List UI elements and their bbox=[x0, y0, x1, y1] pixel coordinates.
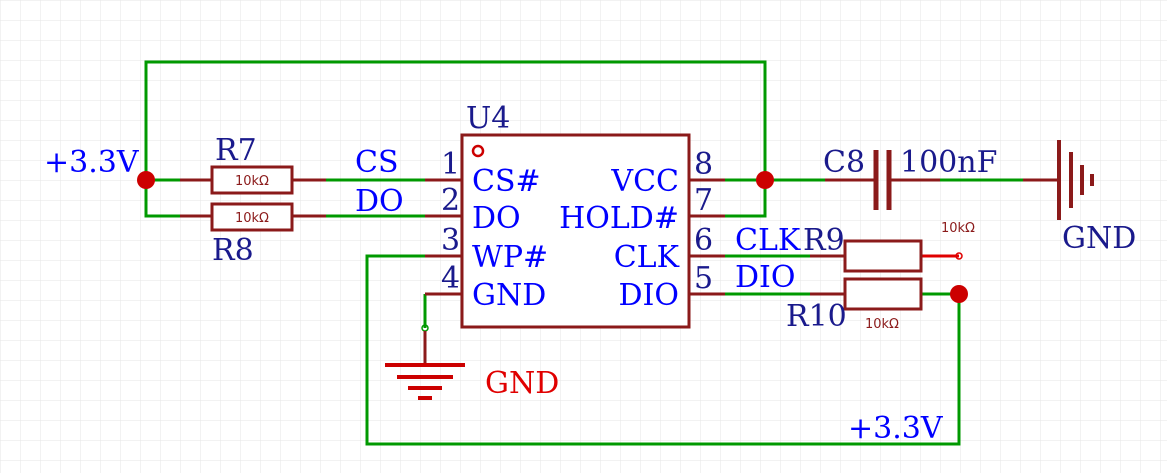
net-label-clk: CLK bbox=[735, 223, 801, 258]
r10-body bbox=[843, 277, 923, 311]
wire-vcc-top-loop bbox=[144, 60, 767, 180]
r9-value: 10kΩ bbox=[941, 221, 975, 236]
r8-value: 10kΩ bbox=[235, 211, 269, 226]
pin-2-number: 2 bbox=[441, 183, 460, 218]
chip-body bbox=[460, 133, 691, 329]
gnd-right-label: GND bbox=[1062, 221, 1136, 256]
pin-7-name: HOLD# bbox=[559, 201, 679, 236]
net-label-dio: DIO bbox=[735, 260, 796, 295]
pin-8-number: 8 bbox=[694, 147, 713, 182]
resistor-r9[interactable]: R9 10kΩ bbox=[803, 221, 975, 273]
pin-3-name: WP# bbox=[472, 240, 548, 275]
pin-3-number: 3 bbox=[441, 223, 460, 258]
pin-1-name: CS# bbox=[472, 164, 541, 199]
chip-ref: U4 bbox=[466, 101, 510, 136]
r9-ref: R9 bbox=[803, 223, 845, 258]
net-label-vcc-bottom: +3.3V bbox=[848, 411, 944, 446]
r8-body bbox=[210, 202, 294, 232]
capacitor-c8[interactable]: C8 100nF bbox=[823, 145, 997, 210]
net-label-do: DO bbox=[355, 184, 404, 219]
net-label-cs: CS bbox=[355, 145, 399, 180]
chip-u4[interactable]: U4 1 2 3 4 8 7 6 5 CS# DO WP# GND VCC HO… bbox=[425, 101, 725, 329]
pin-6-name: CLK bbox=[614, 240, 680, 275]
r7-ref: R7 bbox=[215, 133, 257, 168]
resistor-r7[interactable]: 10kΩ R7 bbox=[180, 133, 326, 195]
pin1-marker bbox=[471, 144, 485, 158]
wire-hold bbox=[725, 180, 767, 218]
pin-5-name: DIO bbox=[619, 278, 680, 313]
ground-symbol-left: GND bbox=[385, 324, 559, 401]
pin-8-name: VCC bbox=[610, 164, 679, 199]
pin-6-number: 6 bbox=[694, 223, 713, 258]
wire-wp-loop bbox=[365, 254, 961, 446]
r7-body bbox=[210, 165, 294, 195]
pin-4-name: GND bbox=[472, 278, 546, 313]
pin-7-number: 7 bbox=[694, 183, 713, 218]
pin-1-number: 1 bbox=[441, 147, 460, 182]
resistor-r10[interactable]: R10 10kΩ bbox=[786, 277, 923, 334]
r9-body bbox=[843, 239, 923, 273]
pin-5-number: 5 bbox=[694, 261, 713, 296]
ground-symbol-right: GND bbox=[1023, 140, 1136, 256]
pin-4-number: 4 bbox=[441, 261, 460, 296]
wires bbox=[144, 60, 1023, 446]
r10-ref: R10 bbox=[786, 299, 847, 334]
r7-value: 10kΩ bbox=[235, 174, 269, 189]
gnd-left-label: GND bbox=[485, 366, 559, 401]
pin-2-name: DO bbox=[472, 201, 521, 236]
c8-value: 100nF bbox=[900, 145, 997, 180]
r10-value: 10kΩ bbox=[865, 317, 899, 332]
net-label-vcc-left: +3.3V bbox=[44, 145, 140, 180]
unconnected-pin-marker bbox=[955, 252, 963, 260]
junction-right-bottom bbox=[950, 285, 968, 303]
r8-ref: R8 bbox=[212, 233, 254, 268]
junction-right-top bbox=[756, 171, 774, 189]
junction-left bbox=[137, 171, 155, 189]
c8-ref: C8 bbox=[823, 145, 865, 180]
resistor-r8[interactable]: 10kΩ R8 bbox=[180, 202, 326, 268]
